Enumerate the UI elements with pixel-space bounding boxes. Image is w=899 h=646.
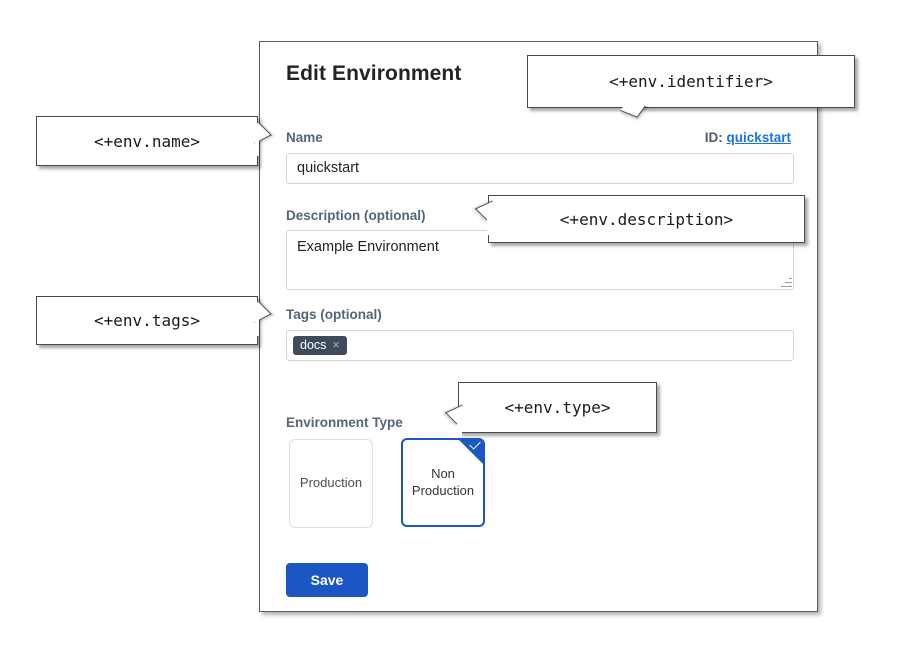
env-type-card-non-production-label: Non Production: [411, 466, 475, 498]
tags-field-label: Tags (optional): [286, 307, 382, 322]
callout-env-type: <+env.type>: [458, 382, 657, 433]
environment-type-label: Environment Type: [286, 415, 403, 430]
callout-seam: [457, 409, 462, 437]
callout-env-identifier: <+env.identifier>: [527, 55, 855, 108]
callout-seam: [255, 126, 259, 156]
env-type-card-non-production[interactable]: Non Production: [401, 438, 485, 527]
tag-chip[interactable]: docs ×: [293, 336, 347, 355]
callout-env-name: <+env.name>: [36, 116, 258, 166]
environment-id-label: ID:: [704, 130, 723, 145]
save-button[interactable]: Save: [286, 563, 368, 597]
callout-env-tags: <+env.tags>: [36, 296, 258, 345]
environment-id-row: ID: quickstart: [705, 130, 791, 145]
name-field-label: Name: [286, 130, 323, 145]
tag-chip-label: docs: [300, 338, 327, 353]
tags-input[interactable]: docs ×: [286, 330, 794, 361]
page-title: Edit Environment: [286, 62, 462, 85]
edit-environment-dialog: Edit Environment ID: quickstart Name Des…: [259, 41, 818, 612]
name-input[interactable]: [286, 153, 794, 184]
close-icon[interactable]: ×: [332, 338, 340, 353]
callout-seam: [612, 100, 652, 106]
environment-id-link[interactable]: quickstart: [726, 130, 791, 145]
selected-ribbon: [459, 440, 483, 464]
env-type-card-production-label: Production: [299, 475, 363, 491]
callout-seam: [255, 306, 259, 336]
callout-seam: [487, 205, 492, 235]
callout-env-description: <+env.description>: [488, 195, 805, 243]
description-field-label: Description (optional): [286, 208, 426, 223]
env-type-card-production[interactable]: Production: [289, 439, 373, 528]
